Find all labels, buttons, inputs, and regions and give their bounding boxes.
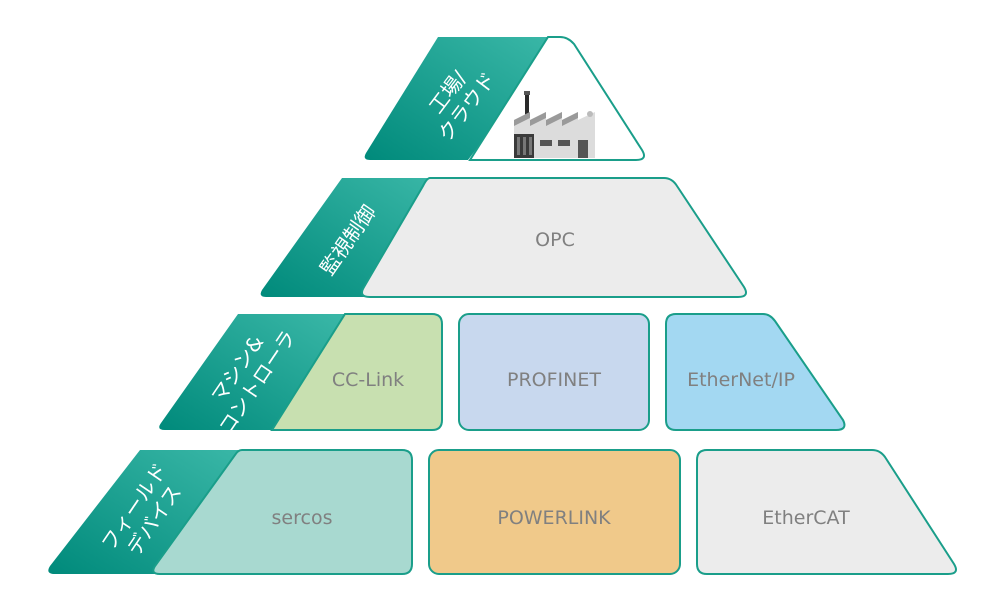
ethernet-ip-box <box>665 313 846 431</box>
powerlink-box <box>428 449 681 575</box>
tier-factory-cloud: 工場/ クラウド <box>364 36 645 161</box>
powerlink-label: POWERLINK <box>497 507 611 529</box>
cc-link-label: CC-Link <box>332 369 404 391</box>
opc-label: OPC <box>535 229 575 251</box>
ethercat-label: EtherCAT <box>762 507 850 529</box>
opc-box <box>361 177 747 298</box>
sercos-label: sercos <box>272 507 333 529</box>
tier-supervisory-control: 監視制御 OPC <box>260 177 747 298</box>
sercos-box <box>152 449 413 575</box>
ethernet-ip-label: EtherNet/IP <box>687 369 795 391</box>
factory-icon <box>514 91 595 158</box>
tier3-side-band <box>159 314 350 430</box>
tier1-side-band <box>364 37 560 160</box>
ethercat-box <box>696 449 957 575</box>
tier1-box <box>468 36 645 161</box>
profinet-box <box>458 313 650 431</box>
cc-link-box <box>270 313 443 431</box>
tier-field-devices: フィールド デバイス sercos POWERLINK EtherCAT <box>48 449 957 575</box>
tier4-side-band <box>48 450 251 574</box>
profinet-label: PROFINET <box>507 369 601 391</box>
tier2-side-band <box>260 178 450 297</box>
tier-machine-controller: マシン& コントローラ CC-Link PROFINET EtherNet/IP <box>159 313 846 439</box>
